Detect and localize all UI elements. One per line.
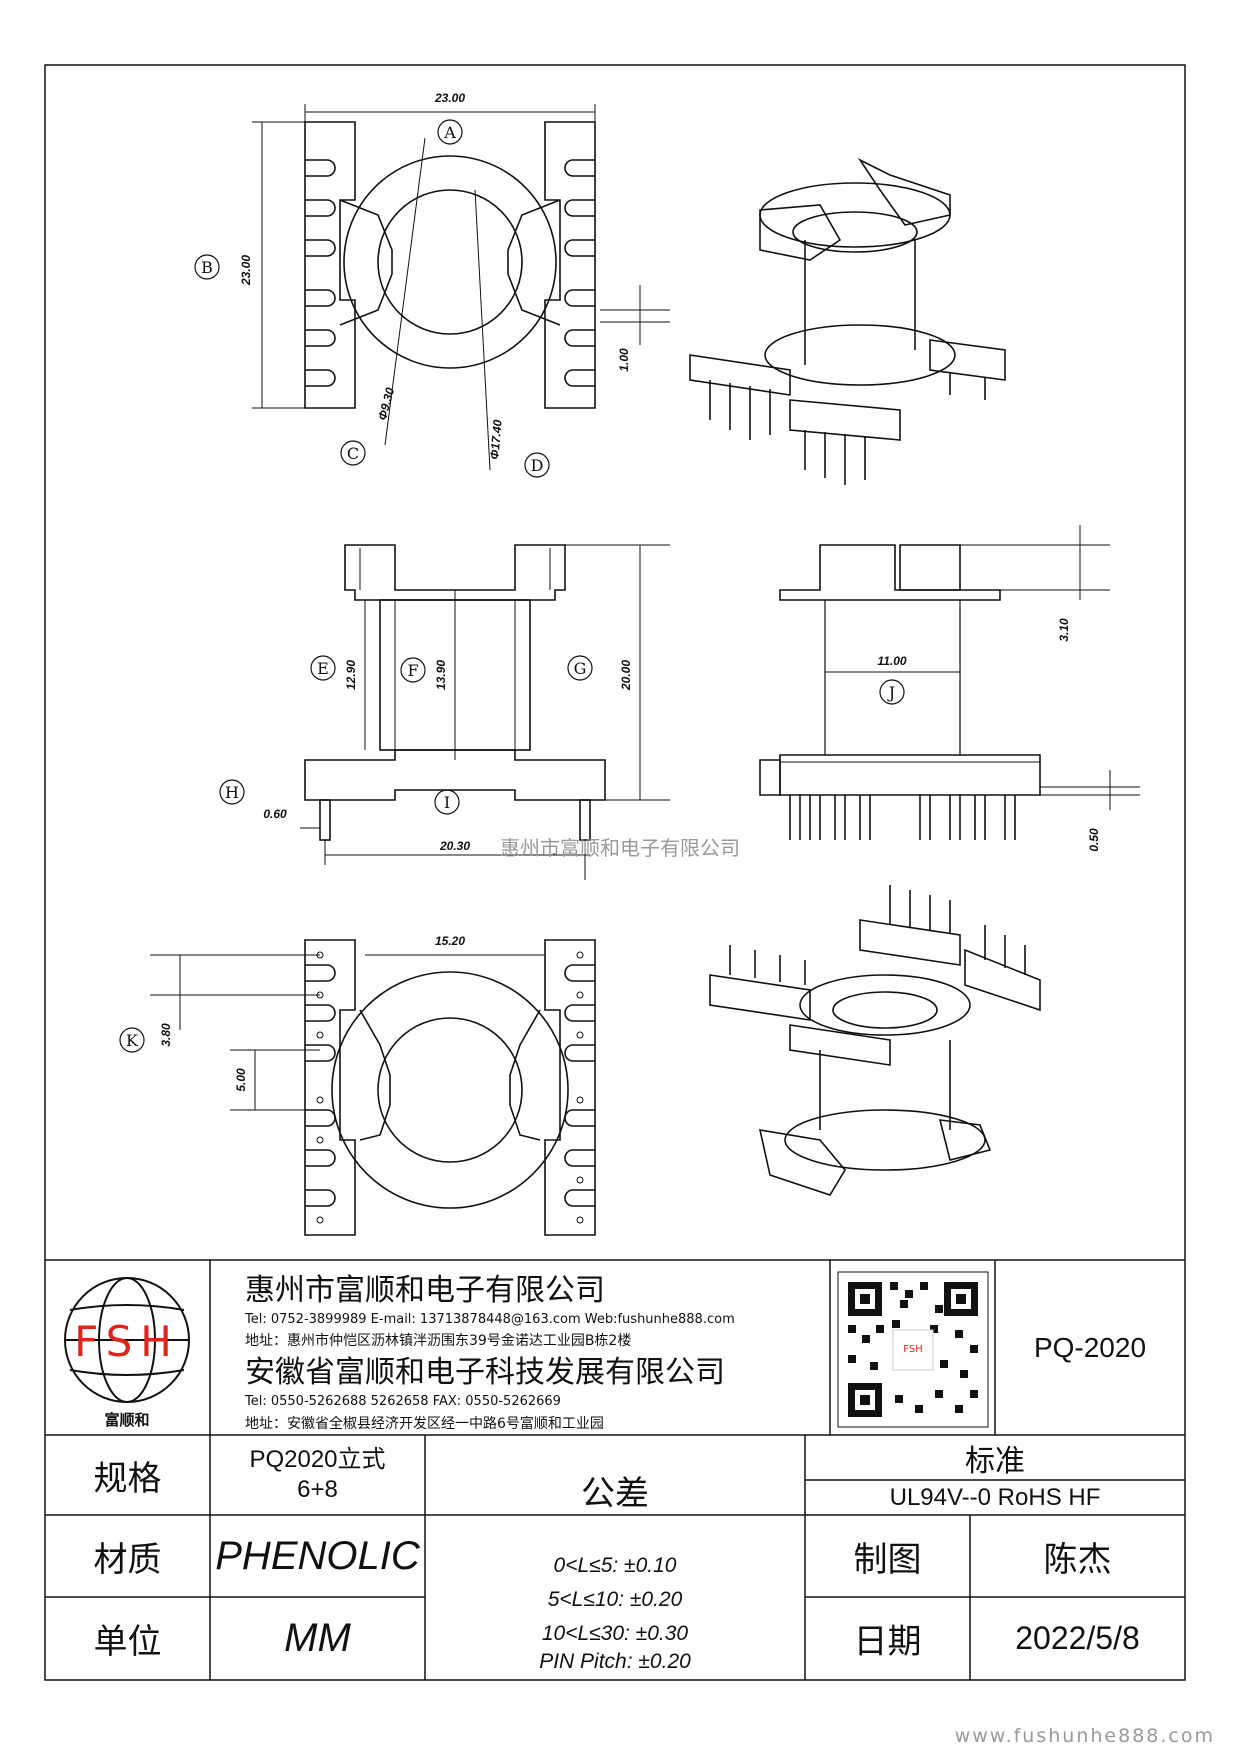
dim-window-width: 15.20 xyxy=(435,934,465,948)
label-j: J xyxy=(887,683,895,702)
spec-value-line1: PQ2020立式 xyxy=(249,1446,386,1473)
spec-value-line2: 6+8 xyxy=(297,1476,338,1503)
dim-top-width: 23.00 xyxy=(434,91,465,105)
dim-dia-inner: Φ17.40 xyxy=(487,419,504,460)
label-c: C xyxy=(347,444,359,463)
qr-code xyxy=(837,1271,989,1428)
dim-pin-protrude: 0.50 xyxy=(1087,828,1101,852)
material-label: 材质 xyxy=(93,1539,162,1580)
date-value: 2022/5/8 xyxy=(1015,1620,1140,1656)
drawn-label: 制图 xyxy=(853,1539,922,1580)
company-name-1: 惠州市富顺和电子有限公司 xyxy=(245,1273,605,1308)
tolerance-1: 0<L≤5: ±0.10 xyxy=(553,1554,677,1577)
logo-caption: 富顺和 xyxy=(104,1411,149,1429)
title-block-lines xyxy=(45,1259,1185,1680)
tolerance-4: PIN Pitch: ±0.20 xyxy=(539,1650,691,1673)
label-e: E xyxy=(317,659,329,678)
company-contact-1: Tel: 0752-3899989 E-mail: 13713878448@16… xyxy=(244,1312,735,1327)
label-f: F xyxy=(407,661,418,680)
front-view xyxy=(300,544,670,880)
circle-labels xyxy=(119,119,905,1053)
bottom-view-dimension-labels: 15.20 3.80 5.00 xyxy=(159,934,465,1092)
circle-label-text: A B C D E F G H I J K xyxy=(126,123,895,1050)
material-value: PHENOLIC xyxy=(215,1533,420,1578)
qr-caption: FSH xyxy=(903,1344,922,1355)
dim-top-height: 23.00 xyxy=(239,255,253,286)
standard-value: UL94V--0 RoHS HF xyxy=(889,1483,1101,1511)
company-name-2: 安徽省富顺和电子科技发展有限公司 xyxy=(245,1355,725,1390)
label-a: A xyxy=(443,123,456,142)
dim-bobbin-width: 11.00 xyxy=(877,654,906,668)
dim-total-height: 20.00 xyxy=(619,660,633,691)
spec-value: PQ2020立式 6+8 xyxy=(210,1435,425,1515)
dim-inner-height-e: 12.90 xyxy=(344,660,358,690)
top-view-dimension-labels: 23.00 23.00 1.00 Φ9.30 Φ17.40 xyxy=(239,91,631,460)
company-address-1: 地址：惠州市仲恺区沥林镇泮沥围东39号金诺达工业园B栋2楼 xyxy=(245,1332,631,1349)
logo-letters: FSH xyxy=(74,1317,180,1366)
drawing-frame xyxy=(44,64,1186,1681)
top-view xyxy=(252,104,670,471)
dim-row-gap: 5.00 xyxy=(234,1068,248,1092)
label-k: K xyxy=(126,1031,139,1050)
dim-pitch-k: 3.80 xyxy=(159,1023,173,1047)
label-i: I xyxy=(444,793,450,812)
front-view-dimension-labels: 12.90 13.90 20.00 0.60 20.30 xyxy=(263,660,633,853)
drawn-value: 陈杰 xyxy=(1043,1539,1112,1580)
unit-value: MM xyxy=(284,1616,351,1660)
tolerance-label: 公差 xyxy=(581,1473,649,1514)
part-number: PQ-2020 xyxy=(1033,1331,1147,1363)
label-b: B xyxy=(201,258,213,277)
side-view-dimension-labels: 11.00 3.10 0.50 xyxy=(877,618,1101,852)
standard-label: 标准 xyxy=(965,1443,1025,1479)
spec-label: 规格 xyxy=(93,1458,162,1499)
dim-dia-outer: Φ9.30 xyxy=(375,386,397,422)
label-g: G xyxy=(574,659,587,678)
dim-pin-gap: 1.00 xyxy=(617,348,631,372)
side-view xyxy=(759,525,1140,840)
company-contact-2: Tel: 0550-5262688 5262658 FAX: 0550-5262… xyxy=(244,1394,561,1409)
label-h: H xyxy=(225,783,239,802)
dim-inner-height-f: 13.90 xyxy=(434,660,448,690)
isometric-view-1 xyxy=(689,157,1006,485)
company-address-2: 地址：安徽省全椒县经济开发区经一中路6号富顺和工业园 xyxy=(245,1415,604,1432)
watermark-center: 惠州市富顺和电子有限公司 xyxy=(500,836,740,860)
isometric-view-2 xyxy=(709,885,1041,1196)
dim-pin-dia: 0.60 xyxy=(263,807,287,821)
fsh-logo xyxy=(64,1277,190,1403)
tolerance-3: 10<L≤30: ±0.30 xyxy=(541,1622,689,1645)
dim-pin-span: 20.30 xyxy=(439,839,470,853)
label-d: D xyxy=(531,456,544,475)
tolerance-2: 5<L≤10: ±0.20 xyxy=(547,1588,683,1611)
date-label: 日期 xyxy=(853,1622,922,1662)
dim-flange-height: 3.10 xyxy=(1057,618,1071,642)
bottom-view xyxy=(150,939,596,1236)
unit-label: 单位 xyxy=(93,1622,162,1662)
watermark-footer: www.fushunhe888.com xyxy=(955,1725,1215,1747)
